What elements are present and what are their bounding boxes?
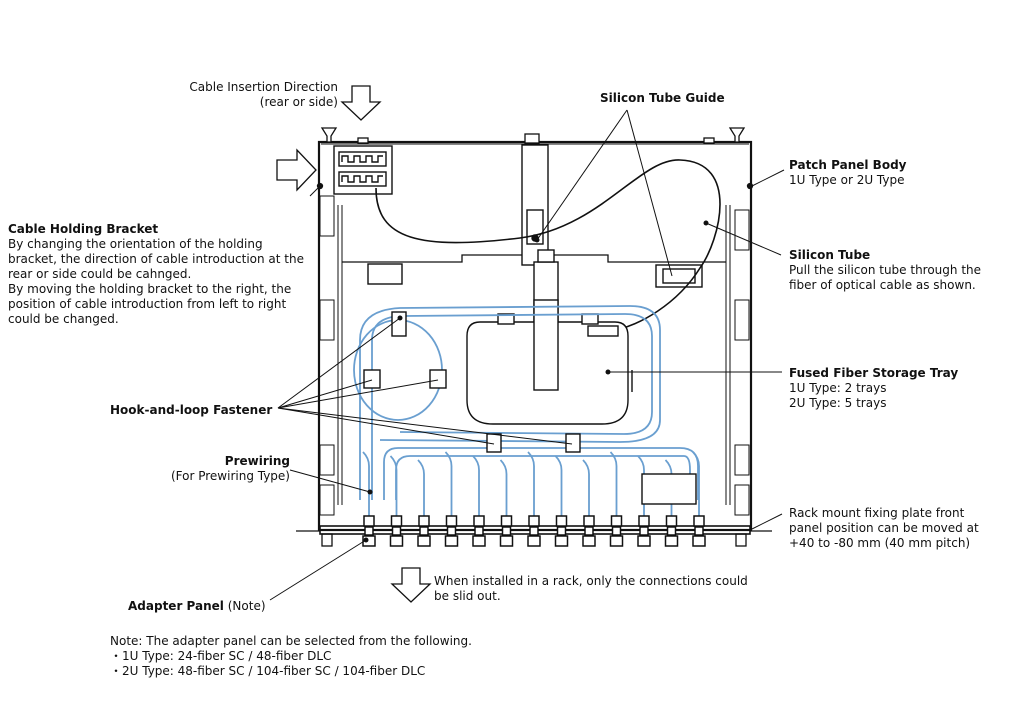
- leader-dots: [363, 220, 709, 543]
- fiber-drop: [417, 459, 425, 516]
- adapter: [499, 515, 514, 547]
- rack-mount-plate-line-3: +40 to -80 mm (40 mm pitch): [789, 536, 971, 550]
- adapter-note-item-1: ・1U Type: 24-fiber SC / 48-fiber DLC: [110, 649, 332, 663]
- adapter-note-item-2: ・2U Type: 48-fiber SC / 104-fiber SC / 1…: [110, 664, 426, 678]
- cable-holding-bracket-line-2: bracket, the direction of cable introduc…: [8, 252, 304, 266]
- silicon-tube-guide-label: Silicon Tube Guide: [600, 91, 725, 105]
- silicon-tube-line-1: Pull the silicon tube through the: [789, 263, 982, 277]
- adapter: [609, 515, 624, 547]
- cable-insertion-title: Cable Insertion Direction: [189, 80, 338, 94]
- adapter-note: Note: The adapter panel can be selected …: [110, 634, 472, 679]
- silicon-tube: [375, 159, 721, 333]
- fiber-drop: [692, 451, 700, 516]
- fiber-drop: [472, 455, 480, 516]
- fiber-drop: [527, 451, 535, 516]
- rack-mount-plate-line-1: Rack mount fixing plate front: [789, 506, 965, 520]
- adapter: [554, 515, 569, 547]
- silicon-tube-label: Silicon Tube Pull the silicon tube throu…: [789, 248, 981, 293]
- rack-mount-plate-line-2: panel position can be moved at: [789, 521, 979, 535]
- adapter-note-title: Note: The adapter panel can be selected …: [110, 634, 472, 648]
- cable-insertion-sub: (rear or side): [259, 95, 338, 109]
- fiber-drop: [609, 451, 618, 516]
- cable-holding-bracket: [333, 145, 393, 195]
- fused-fiber-storage-tray-title: Fused Fiber Storage Tray: [789, 366, 959, 380]
- rack-mount-plate-label: Rack mount fixing plate front panel posi…: [789, 506, 979, 551]
- insertion-arrow-right-icon: [276, 148, 317, 192]
- cable-holding-bracket-line-4: By moving the holding bracket to the rig…: [8, 282, 292, 296]
- cable-holding-bracket-line-6: could be changed.: [8, 312, 119, 326]
- fiber-drop: [362, 451, 370, 516]
- fused-fiber-storage-tray-label: Fused Fiber Storage Tray 1U Type: 2 tray…: [789, 366, 958, 411]
- prewiring-title: Prewiring: [224, 454, 290, 468]
- fused-fiber-storage-tray: [466, 299, 633, 425]
- insertion-arrow-down-icon: [340, 85, 382, 121]
- adapter-panel-title: Adapter Panel: [128, 599, 224, 613]
- hook-and-loop-fastener-label: Hook-and-loop Fastener: [110, 403, 273, 417]
- fused-fiber-storage-tray-line-2: 2U Type: 5 trays: [789, 396, 887, 410]
- adapter: [527, 515, 541, 547]
- adapter-panel-suffix: (Note): [227, 599, 266, 613]
- rack-note-label: When installed in a rack, only the conne…: [434, 574, 748, 604]
- leader-lines: [269, 109, 785, 601]
- adapter: [472, 515, 486, 547]
- fiber-drop: [582, 459, 590, 516]
- patch-panel-body-title: Patch Panel Body: [789, 158, 907, 172]
- cable-holding-bracket-line-5: position of cable introduction from left…: [8, 297, 287, 311]
- rack-note-line-1: When installed in a rack, only the conne…: [434, 574, 748, 588]
- silicon-tube-title: Silicon Tube: [789, 248, 871, 262]
- fiber-drop: [444, 451, 453, 516]
- cable-holding-bracket-line-1: By changing the orientation of the holdi…: [8, 237, 263, 251]
- silicon-tube-line-2: fiber of optical cable as shown.: [789, 278, 976, 292]
- prewiring-sub: (For Prewiring Type): [170, 469, 290, 483]
- adapter: [692, 515, 706, 547]
- rack-note-line-2: be slid out.: [434, 589, 501, 603]
- patch-panel-body-sub: 1U Type or 2U Type: [789, 173, 905, 187]
- fiber-drop: [499, 459, 508, 516]
- slide-out-arrow-down-icon: [390, 567, 432, 603]
- cable-insertion-label: Cable Insertion Direction (rear or side): [150, 80, 338, 110]
- fiber-drop: [637, 455, 645, 516]
- cable-holding-bracket-label: Cable Holding Bracket By changing the or…: [8, 222, 304, 327]
- rack-ear-screws: [316, 127, 754, 190]
- adapter: [664, 515, 679, 547]
- fiber-drop: [389, 455, 398, 516]
- cable-holding-bracket-line-3: rear or side could be cahnged.: [8, 267, 192, 281]
- adapter: [417, 515, 431, 547]
- adapter-panel-label: Adapter Panel (Note): [128, 599, 266, 614]
- fiber-drop: [554, 455, 563, 516]
- adapter: [582, 515, 596, 547]
- cable-holding-bracket-title: Cable Holding Bracket: [8, 222, 159, 236]
- fused-fiber-storage-tray-line-1: 1U Type: 2 trays: [789, 381, 887, 395]
- prewiring-label: Prewiring (For Prewiring Type): [140, 454, 290, 484]
- patch-panel-body-label: Patch Panel Body 1U Type or 2U Type: [789, 158, 907, 188]
- adapter: [637, 515, 651, 547]
- adapter: [444, 515, 459, 547]
- adapter: [389, 515, 404, 547]
